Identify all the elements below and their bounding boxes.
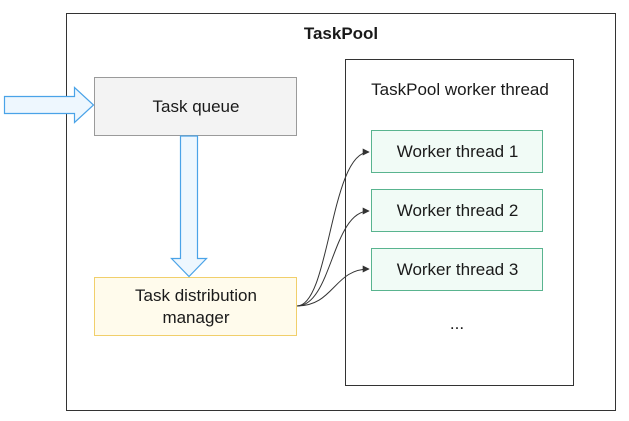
worker-label-2: Worker thread 2	[396, 201, 519, 220]
distribution-manager-label-line2: manager	[162, 308, 230, 327]
connector-to-worker-1	[296, 148, 370, 307]
queue-to-manager-arrow	[170, 135, 208, 278]
distribution-manager-label-line1: Task distribution	[135, 286, 257, 305]
worker-box-1	[371, 130, 543, 173]
distribution-manager-label: Task distribution manager	[95, 278, 297, 336]
connector-to-worker-3	[296, 265, 370, 307]
task-queue-label: Task queue	[152, 97, 240, 116]
connector-to-worker-2	[296, 207, 370, 307]
more-workers-ellipsis: ...	[449, 314, 465, 333]
taskpool-title: TaskPool	[303, 24, 379, 43]
input-arrow	[3, 86, 95, 124]
worker-label-3: Worker thread 3	[396, 260, 519, 279]
worker-box-3	[371, 248, 543, 291]
distribution-manager-box	[94, 277, 297, 336]
worker-label-1: Worker thread 1	[396, 142, 519, 161]
worker-box-2	[371, 189, 543, 232]
task-queue-box	[94, 77, 297, 136]
worker-pool-title: TaskPool worker thread	[371, 80, 549, 99]
